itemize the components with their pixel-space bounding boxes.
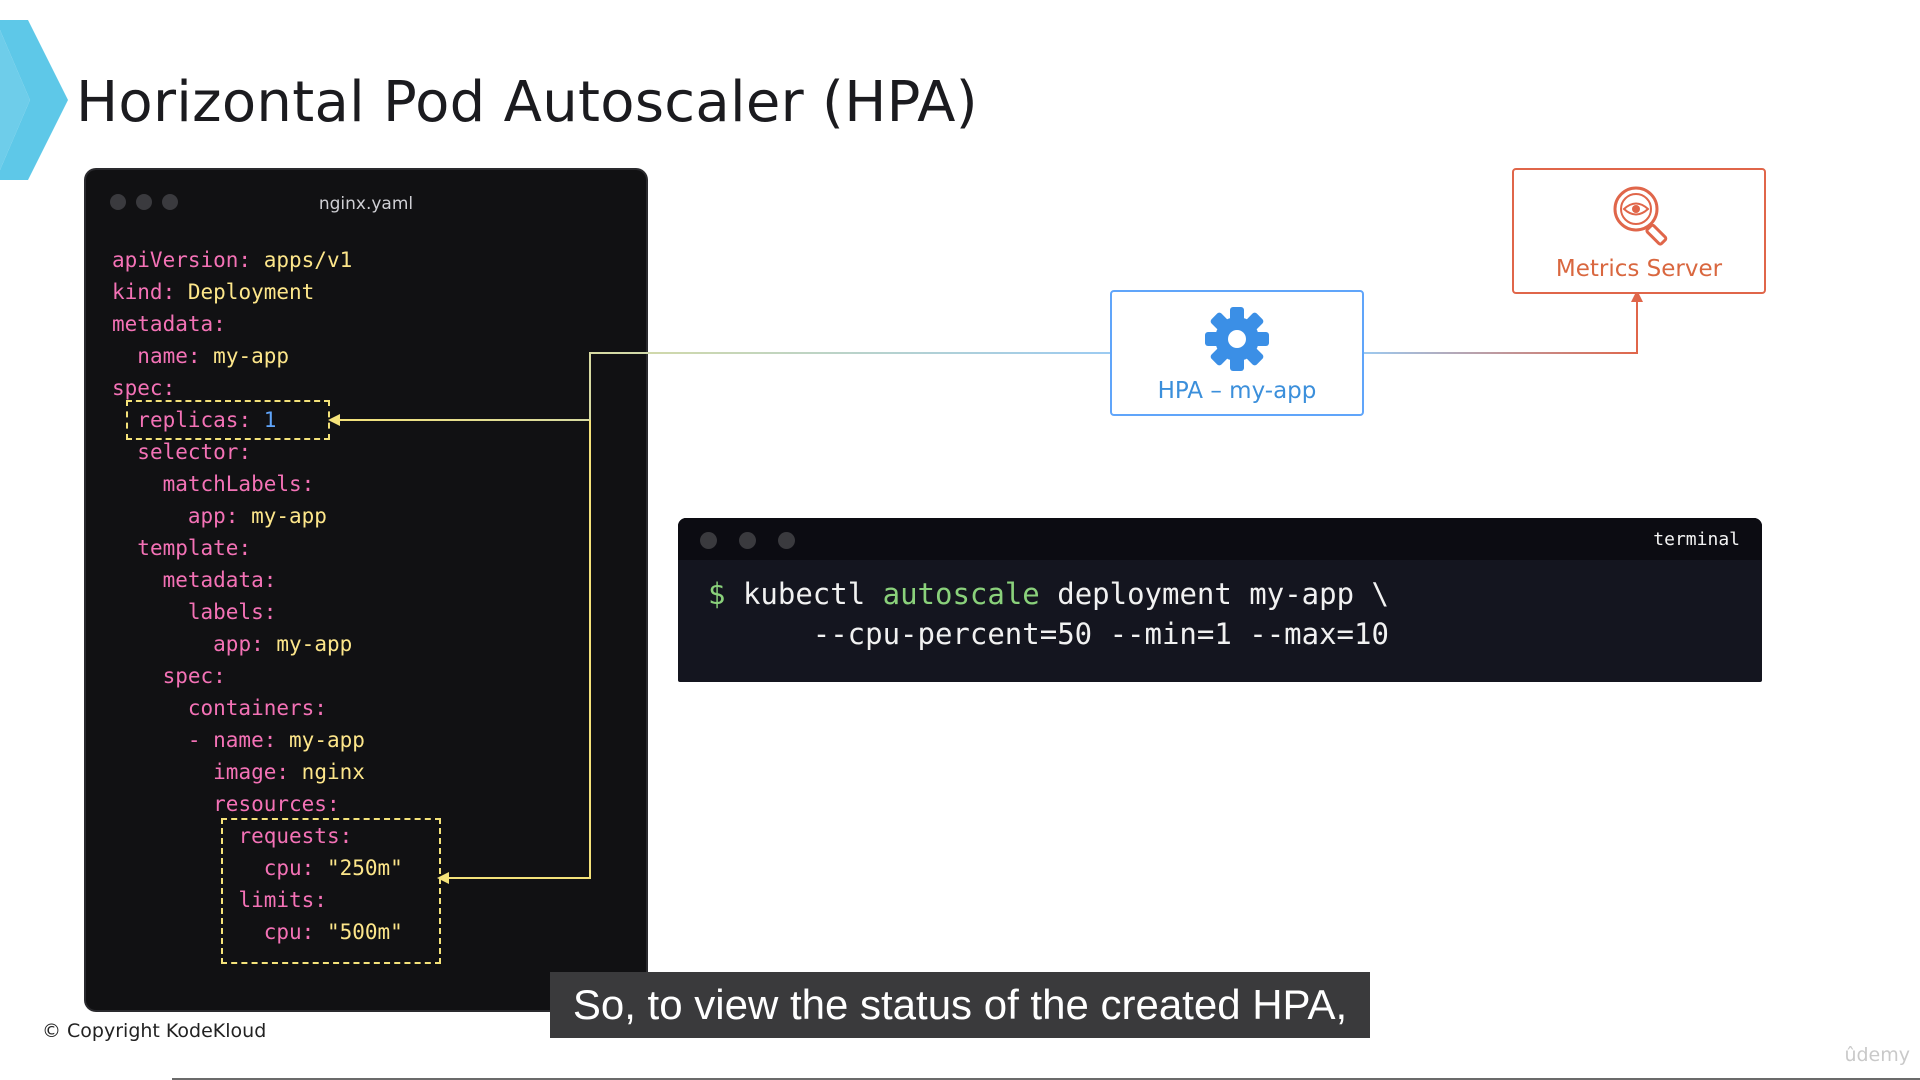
code-line: apiVersion: apps/v1 [112,244,403,276]
code-line: metadata: [112,308,403,340]
yaml-key: metadata: [162,568,277,592]
yaml-value: "250m" [326,856,403,880]
yaml-value: my-app [213,344,290,368]
yaml-key: name: [137,344,201,368]
yaml-key: spec: [112,376,176,400]
code-line: template: [112,532,403,564]
replicas-highlight [126,400,330,440]
chevron-logo-icon [0,20,68,180]
video-progress-line [172,1078,1920,1080]
code-line: replicas: 1 [112,404,403,436]
code-line: cpu: "250m" [112,852,403,884]
command-kubectl: kubectl [742,577,866,611]
yaml-key: kind: [112,280,176,304]
eye-magnifier-icon [1613,186,1668,246]
page-title: Horizontal Pod Autoscaler (HPA) [76,70,978,135]
resources-highlight [221,818,441,964]
code-line: app: my-app [112,500,403,532]
terminal-window-controls [700,532,795,549]
code-line: metadata: [112,564,403,596]
metrics-server-label: Metrics Server [1555,256,1723,282]
yaml-key: - name: [187,728,277,752]
terminal-window: terminal $ kubectl autoscale deployment … [678,518,1762,682]
terminal-command[interactable]: $ kubectl autoscale deployment my-app \ … [708,574,1389,654]
yaml-key: metadata: [112,312,226,336]
code-line: matchLabels: [112,468,403,500]
yaml-value: Deployment [187,280,315,304]
video-caption: So, to view the status of the created HP… [550,972,1370,1038]
close-dot-icon[interactable] [110,194,126,210]
yaml-key: resources: [213,792,340,816]
command-flags: --cpu-percent=50 --min=1 --max=10 [708,617,1389,651]
udemy-watermark: ûdemy [1844,1044,1910,1066]
yaml-key: app: [213,632,264,656]
code-line: cpu: "500m" [112,916,403,948]
connector-hpa-to-metrics [1360,296,1638,354]
code-line: containers: [112,692,403,724]
hpa-label: HPA – my-app [1157,378,1317,404]
yaml-key: apiVersion: [112,248,252,272]
close-dot-icon[interactable] [700,532,717,549]
hpa-node: HPA – my-app [1110,290,1364,416]
code-line: name: my-app [112,340,403,372]
yaml-key: cpu: [263,920,315,944]
yaml-value: my-app [276,632,353,656]
code-line: limits: [112,884,403,916]
yaml-value: apps/v1 [263,248,353,272]
code-line: spec: [112,660,403,692]
editor-filename: nginx.yaml [318,194,414,214]
terminal-prompt: $ [708,577,726,611]
yaml-key: app: [187,504,239,528]
yaml-value: "500m" [326,920,403,944]
code-line: labels: [112,596,403,628]
code-line: image: nginx [112,756,403,788]
yaml-key: template: [137,536,252,560]
yaml-value: my-app [289,728,365,752]
command-args: deployment my-app \ [1057,577,1389,611]
yaml-value: nginx [301,760,365,784]
yaml-key: containers: [187,696,327,720]
yaml-key: requests: [238,824,353,848]
yaml-value: 1 [263,408,277,432]
code-line: resources: [112,788,403,820]
yaml-key: matchLabels: [162,472,315,496]
yaml-key: cpu: [263,856,315,880]
window-controls [110,194,178,210]
yaml-key: spec: [162,664,226,688]
minimize-dot-icon[interactable] [136,194,152,210]
gear-icon [1205,307,1269,371]
terminal-title: terminal [1653,529,1740,550]
code-line: kind: Deployment [112,276,403,308]
yaml-key: labels: [187,600,277,624]
yaml-key: selector: [137,440,252,464]
maximize-dot-icon[interactable] [162,194,178,210]
yaml-key: image: [213,760,290,784]
code-line: - name: my-app [112,724,403,756]
yaml-key: replicas: [137,408,252,432]
metrics-server-node: Metrics Server [1512,168,1766,294]
code-line: spec: [112,372,403,404]
yaml-value: my-app [251,504,327,528]
yaml-key: limits: [238,888,327,912]
command-autoscale: autoscale [882,577,1040,611]
code-line: selector: [112,436,403,468]
code-line: app: my-app [112,628,403,660]
copyright-text: © Copyright KodeKloud [42,1020,267,1042]
code-line: requests: [112,820,403,852]
maximize-dot-icon[interactable] [778,532,795,549]
minimize-dot-icon[interactable] [739,532,756,549]
terminal-titlebar: terminal [678,518,1762,560]
